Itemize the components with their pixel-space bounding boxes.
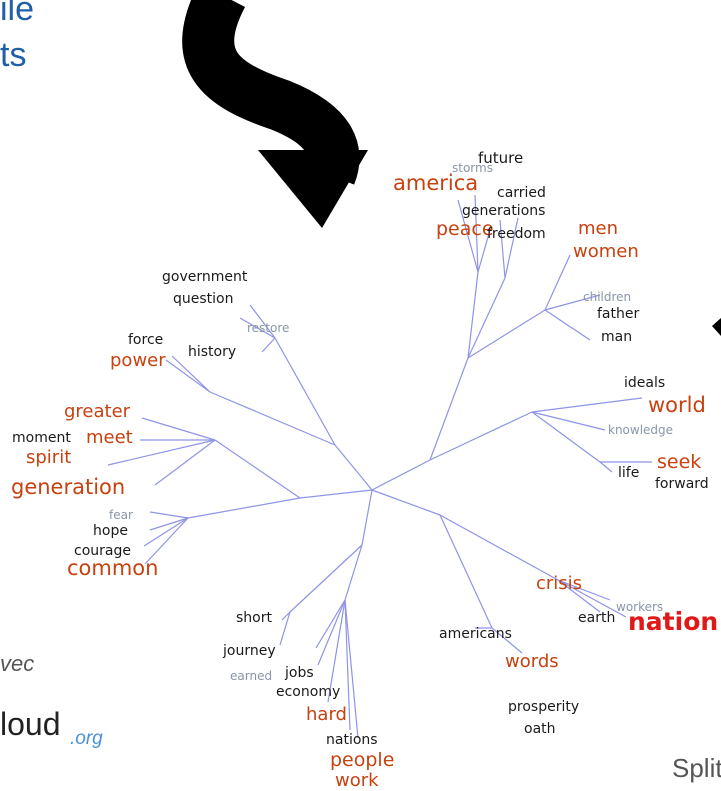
word-label-peace: peace [436,218,494,240]
word-label-seek: seek [657,451,701,473]
word-label-father: father [597,306,639,322]
left-caption-fragment: vec [0,651,34,676]
word-label-history: history [188,344,236,360]
word-label-storms: storms [452,161,493,175]
word-label-man: man [601,329,632,345]
word-label-world: world [648,393,706,417]
word-label-americans: americans [439,626,512,642]
word-label-meet: meet [86,427,133,448]
tree-words: storms future america carried generation… [11,149,718,791]
word-label-oath: oath [524,721,556,737]
word-label-women: women [573,241,639,262]
split-text-fragment: Split [672,753,721,783]
word-label-hard: hard [306,704,347,725]
word-label-fear: fear [109,508,133,522]
word-label-earth: earth [578,610,615,626]
word-label-moment: moment [12,430,71,446]
tree-branches [107,194,652,739]
word-label-nation: nation [628,607,718,636]
word-label-children: children [583,290,631,304]
word-label-government: government [162,269,248,285]
word-label-journey: journey [222,643,276,659]
slide-title-fragment-2: ts [0,36,26,74]
word-label-prosperity: prosperity [508,699,579,715]
word-label-life: life [618,465,639,481]
word-label-america: america [393,171,478,195]
arrowhead-icon [712,318,721,336]
word-label-greater: greater [64,401,131,422]
word-label-force: force [128,332,163,348]
word-label-forward: forward [655,476,709,492]
word-label-earned: earned [230,669,272,683]
word-label-workers: workers [616,600,663,614]
word-label-power: power [110,350,166,371]
word-label-people: people [330,749,394,771]
word-label-question: question [173,291,233,307]
word-label-generations: generations [462,203,545,219]
word-label-courage: courage [74,543,131,559]
word-label-work: work [335,770,379,791]
word-label-future: future [478,149,523,167]
cloud-logo-fragment: loud [0,706,61,742]
word-label-common: common [67,556,158,580]
word-label-knowledge: knowledge [608,423,673,437]
word-label-words: words [505,651,559,672]
cloud-logo-suffix: .org [70,728,103,749]
word-label-jobs: jobs [284,665,314,681]
word-label-freedom: freedom [487,226,546,242]
curved-arrow-icon [182,0,368,228]
word-label-economy: economy [276,684,340,700]
slide-title-fragment-1: ile [0,0,34,28]
word-label-ideals: ideals [624,375,665,391]
word-label-generation: generation [11,475,125,499]
word-label-nations: nations [326,732,378,748]
word-label-hope: hope [93,523,128,539]
word-label-carried: carried [497,185,546,201]
word-label-spirit: spirit [26,447,71,468]
word-label-men: men [578,218,618,239]
word-label-short: short [236,610,272,626]
word-label-restore: restore [247,321,289,335]
word-label-crisis: crisis [536,573,582,594]
